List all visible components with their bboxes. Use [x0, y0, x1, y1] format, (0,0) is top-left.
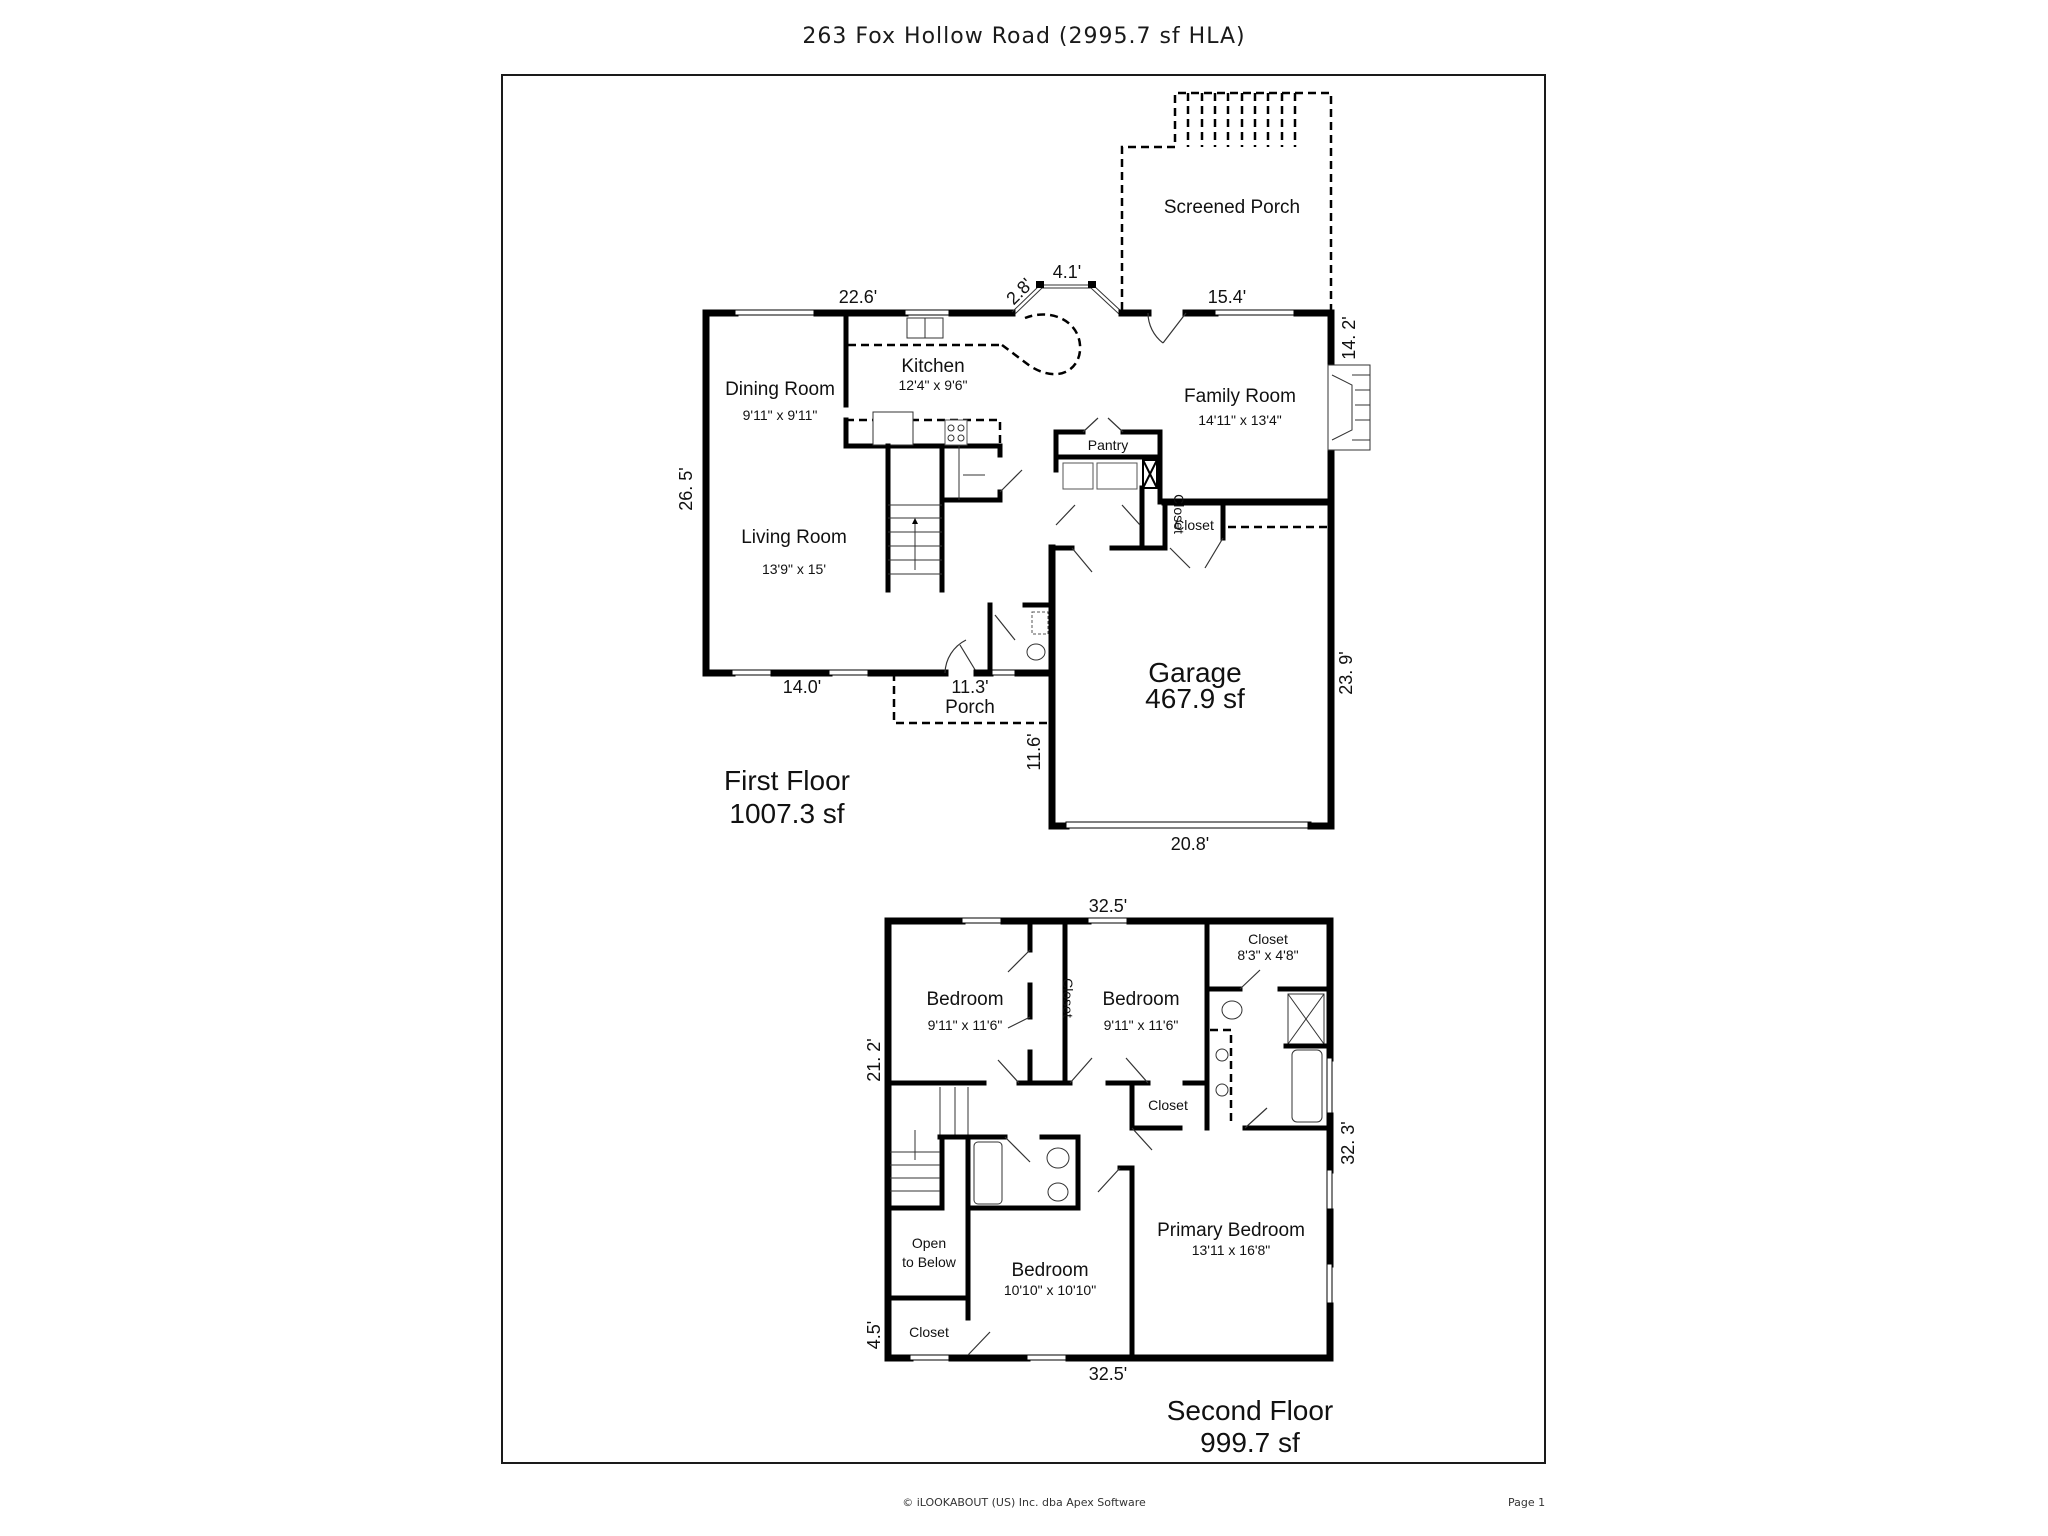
half-bath-sink-icon	[1031, 611, 1049, 635]
water-heater-icon	[1142, 459, 1158, 489]
dim-right-upper: 14. 2'	[1339, 316, 1359, 359]
open-below-line2: to Below	[902, 1254, 957, 1270]
pantry-doors	[1082, 417, 1124, 433]
family-room-size: 14'11" x 13'4"	[1198, 412, 1282, 428]
first-floor-label: First Floor	[724, 765, 850, 796]
dim-left: 26. 5'	[676, 467, 696, 510]
bathtub-icon	[1291, 1049, 1323, 1123]
window	[731, 669, 775, 676]
dim-bay-top: 4.1'	[1053, 262, 1081, 282]
shower-icon	[1287, 993, 1325, 1045]
window	[1087, 917, 1131, 924]
kitchen-sink-icon	[906, 317, 944, 339]
sink-icon	[1215, 1048, 1229, 1062]
dryer-icon	[1096, 462, 1138, 490]
walkin-closet-label: Closet	[1248, 931, 1288, 947]
kitchen-label: Kitchen	[901, 356, 964, 377]
window	[1026, 1354, 1070, 1361]
closet-label: Closet	[1174, 517, 1214, 533]
door-swing	[1147, 312, 1164, 344]
bedroom1-label: Bedroom	[926, 989, 1003, 1010]
bedroom2-size: 9'11" x 11'6"	[1104, 1017, 1179, 1033]
toilet-icon	[1221, 1000, 1243, 1020]
refrigerator-icon	[872, 411, 914, 446]
closet-vertical-label: Closet	[1171, 494, 1187, 534]
dim-garage-right: 23. 9'	[1336, 651, 1356, 694]
porch-steps	[1186, 93, 1297, 147]
bedroom3-size: 10'10" x 10'10"	[1004, 1282, 1096, 1298]
kitchen-size: 12'4" x 9'6"	[899, 377, 968, 393]
dining-room-label: Dining Room	[725, 379, 835, 400]
family-room-label: Family Room	[1184, 386, 1296, 407]
fireplace-icon	[1327, 364, 1371, 451]
copyright-footer: © iLOOKABOUT (US) Inc. dba Apex Software	[902, 1496, 1146, 1509]
garage-label: Garage	[1148, 657, 1241, 688]
staircase	[885, 443, 945, 593]
second-floor-label: Second Floor	[1167, 1395, 1334, 1426]
staircase-2f	[890, 1130, 940, 1192]
bathtub-icon	[973, 1141, 1003, 1205]
garage-area: 467.9 sf	[1145, 683, 1245, 714]
hall-closet-label: Closet	[1148, 1097, 1188, 1113]
dim-left-lower-2f: 4.5'	[864, 1321, 884, 1349]
dim-garage-bottom: 20.8'	[1171, 834, 1209, 854]
pantry-label: Pantry	[1088, 437, 1128, 453]
page-title: 263 Fox Hollow Road (2995.7 sf HLA)	[802, 24, 1246, 49]
window	[904, 309, 953, 316]
dim-right-2f: 32. 3'	[1338, 1121, 1358, 1164]
open-below-line1: Open	[912, 1235, 946, 1251]
dim-bottom-left: 14.0'	[783, 677, 821, 697]
dim-bay-angle: 2.8'	[1002, 274, 1036, 308]
living-room-label: Living Room	[741, 527, 847, 548]
dining-room-size: 9'11" x 9'11"	[743, 407, 818, 423]
dim-top-left: 22.6'	[839, 287, 877, 307]
dim-bottom-2f: 32.5'	[1089, 1364, 1127, 1384]
sink-icon	[1046, 1147, 1070, 1169]
bedroom3-label: Bedroom	[1011, 1260, 1088, 1281]
washer-icon	[1062, 462, 1094, 490]
screened-porch-outline	[1120, 91, 1333, 310]
front-door-swing	[944, 639, 967, 674]
second-floor-plan: Bedroom 9'11" x 11'6" Closet Bedroom 9'1…	[864, 896, 1358, 1458]
garage-door	[1065, 821, 1312, 829]
bedroom1-size: 9'11" x 11'6"	[928, 1017, 1003, 1033]
toilet-icon	[1026, 643, 1046, 661]
window	[1214, 309, 1298, 316]
first-floor-plan: Dining Room 9'11" x 9'11" Kitchen 12'4" …	[676, 91, 1371, 854]
stove-icon	[944, 419, 968, 446]
dim-top-2f: 32.5'	[1089, 896, 1127, 916]
primary-bedroom-label: Primary Bedroom	[1157, 1220, 1305, 1241]
living-room-size: 13'9" x 15'	[762, 561, 826, 577]
sink-icon	[1215, 1083, 1229, 1097]
kitchen-island	[1001, 313, 1082, 376]
dim-porch: 11.3'	[951, 677, 988, 697]
bay-window	[1011, 284, 1123, 313]
small-closet-label: Closet	[909, 1324, 949, 1340]
window	[734, 309, 818, 316]
primary-bedroom-size: 13'11 x 16'8"	[1192, 1242, 1271, 1258]
dim-left-upper-2f: 21. 2'	[864, 1038, 884, 1081]
bedroom2-label: Bedroom	[1102, 989, 1179, 1010]
dim-garage-left: 11.6'	[1024, 733, 1044, 770]
plan-frame	[501, 74, 1546, 1464]
window	[961, 917, 1005, 924]
dim-top-right: 15.4'	[1208, 287, 1246, 307]
window	[909, 1354, 953, 1361]
porch-label: Porch	[945, 697, 995, 718]
page-number: Page 1	[1508, 1496, 1546, 1509]
window	[828, 669, 872, 676]
closet-vertical-label-2f: Closet	[1060, 978, 1076, 1018]
front-porch-outline	[892, 673, 1048, 725]
first-floor-area: 1007.3 sf	[729, 798, 844, 829]
screened-porch-label: Screened Porch	[1164, 197, 1300, 218]
second-floor-area: 999.7 sf	[1200, 1427, 1300, 1458]
walkin-closet-size: 8'3" x 4'8"	[1237, 947, 1298, 963]
toilet-icon	[1047, 1182, 1069, 1202]
